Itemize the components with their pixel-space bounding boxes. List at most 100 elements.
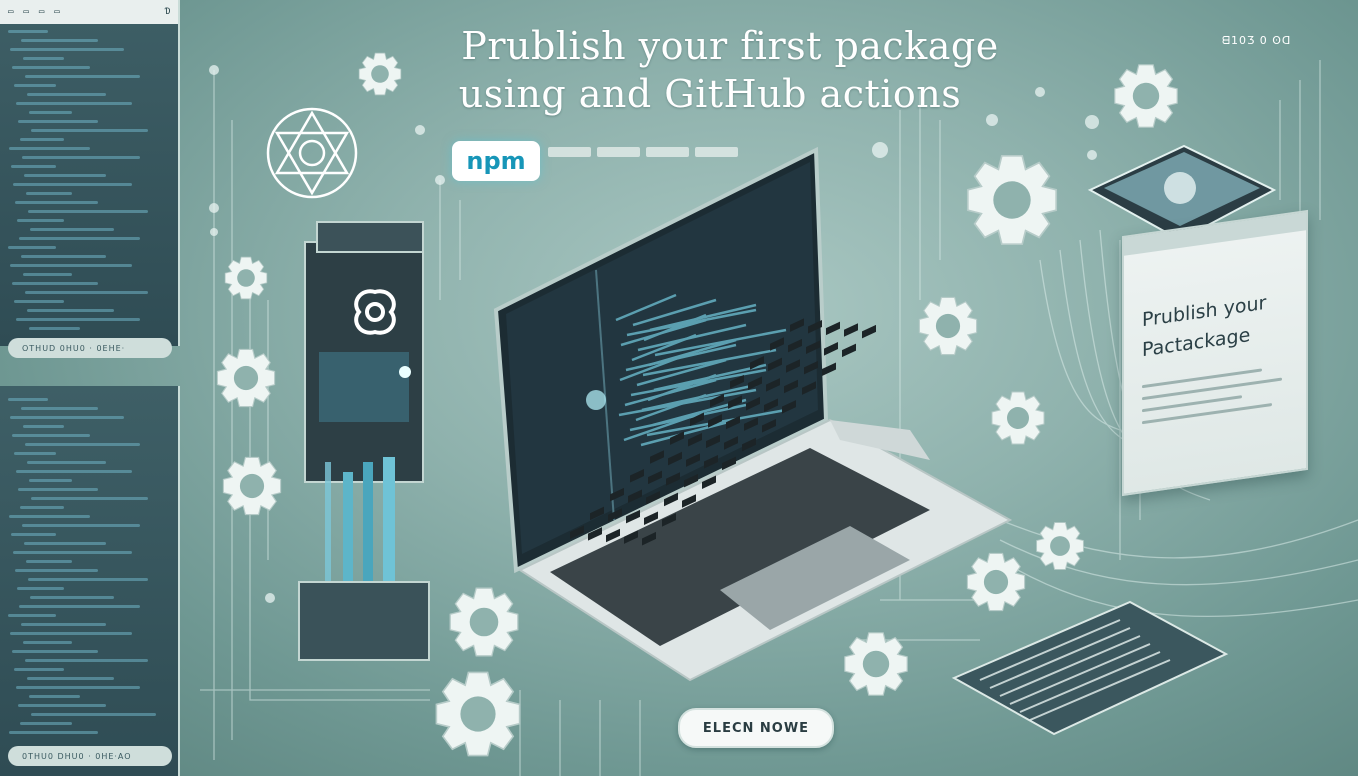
toolbar-item[interactable]: ▭ [54,7,60,17]
code-line [19,237,140,240]
left-panel-button[interactable]: OTHUD 0HU0 · 0EHE· [8,338,172,358]
code-line [31,497,148,500]
code-line [28,578,148,581]
code-line [9,731,98,734]
document-heading: Prublish your Pactackage [1142,291,1267,362]
code-line [11,165,56,168]
code-line [28,210,148,213]
code-line [22,156,140,159]
code-lines [0,30,178,330]
code-line [30,596,114,599]
learn-now-button[interactable]: ELECN NOWE [678,708,834,748]
left-code-panel-top: ▭ ▭ ▭ ▭ Ɗ OTHUD 0HU0 · 0EHE· [0,0,180,358]
code-line [15,569,98,572]
code-line [10,632,132,635]
code-line [23,641,72,644]
code-line [10,416,124,419]
code-line [8,614,56,617]
code-line [8,246,56,249]
code-line [30,228,114,231]
code-line [17,587,64,590]
code-line [26,560,72,563]
left-panel-toolbar: ▭ ▭ ▭ ▭ Ɗ [0,0,178,24]
code-line [14,452,56,455]
code-line [27,461,106,464]
code-line [21,623,106,626]
code-line [13,183,132,186]
code-line [29,327,80,330]
gear-icon [216,348,276,408]
code-line [25,659,148,662]
code-line [8,398,48,401]
toolbar-item[interactable]: ▭ [8,7,14,17]
code-line [16,102,132,105]
code-lines [0,386,178,734]
gear-icon [918,296,978,356]
code-line [31,129,148,132]
code-line [23,273,72,276]
code-line [25,443,140,446]
code-line [15,201,98,204]
subtitle-strip [548,147,738,157]
gear-icon [449,587,519,657]
code-line [19,605,140,608]
code-line [22,524,140,527]
gear-icon [358,52,402,96]
code-line [24,542,106,545]
laptop-keyboard [517,318,1013,682]
code-line [16,686,140,689]
title-line-1: Prublish your first package [461,24,999,68]
code-line [31,713,156,716]
code-line [29,479,72,482]
code-line [25,291,148,294]
gear-icon [222,456,282,516]
code-line [21,407,98,410]
code-line [27,93,106,96]
left-code-panel-bottom: 0THU0 DHU0 · 0HE·AO [0,386,180,776]
code-line [29,695,80,698]
code-line [12,650,98,653]
code-line [25,75,140,78]
code-line [21,39,98,42]
toolbar-item[interactable]: ▭ [23,7,29,17]
code-line [9,515,90,518]
title-line-2: using and GitHub actions [458,72,962,116]
code-line [16,470,132,473]
server-tower [298,221,430,661]
page-title: Prublish your first package using and Gi… [440,22,1020,118]
toolbar-item[interactable]: ▭ [38,7,45,17]
code-line [23,425,64,428]
code-line [21,255,106,258]
code-line [24,174,106,177]
publish-document-card: Prublish your Pactackage [1122,209,1308,497]
gear-icon [435,671,521,757]
code-line [27,309,114,312]
code-line [13,551,132,554]
code-line [14,668,64,671]
code-line [11,533,56,536]
top-right-label: ᗺ10Ӡ 0 ʘᗡ [1222,34,1292,47]
code-line [29,111,72,114]
code-line [14,300,64,303]
code-line [20,722,72,725]
code-line [18,120,98,123]
gear-icon [224,256,268,300]
code-line [12,282,98,285]
code-line [8,30,48,33]
left-panel-button-bottom[interactable]: 0THU0 DHU0 · 0HE·AO [8,746,172,766]
gear-icon [966,154,1058,246]
code-line [20,506,64,509]
code-line [12,66,90,69]
code-line [18,704,106,707]
gear-icon [1114,64,1178,128]
code-line [9,147,90,150]
toolbar-item[interactable]: Ɗ [164,7,170,17]
code-line [26,192,72,195]
code-line [14,84,56,87]
code-line [10,48,124,51]
code-line [17,219,64,222]
code-line [23,57,64,60]
code-line [27,677,114,680]
network-icon [266,107,358,199]
code-line [10,264,132,267]
